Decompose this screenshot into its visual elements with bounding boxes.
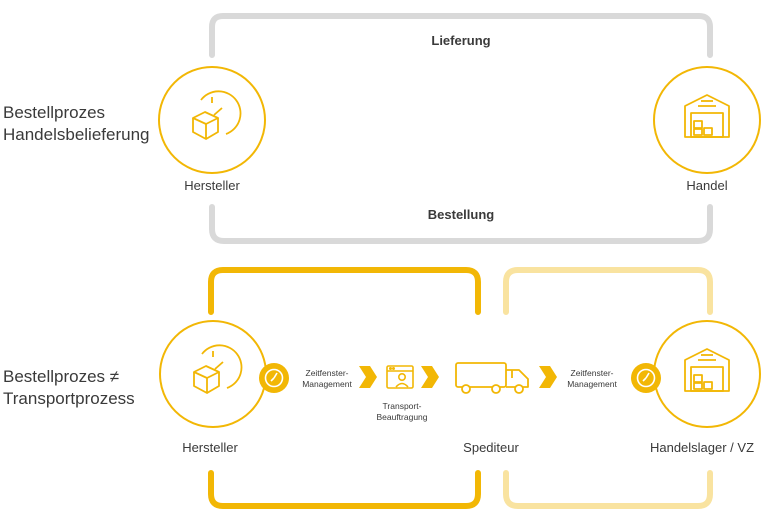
handelslager-label: Handelslager / VZ	[649, 440, 755, 455]
section1-title-line1: Bestellprozes	[3, 103, 106, 122]
handel-label: Handel	[686, 178, 728, 193]
hersteller-label-2: Hersteller	[182, 440, 238, 455]
zeitfenster-right-line2: Management	[567, 379, 617, 389]
box-clock-icon	[193, 344, 243, 394]
chevron-arrow-1	[359, 366, 377, 388]
hersteller-label-1: Hersteller	[184, 178, 240, 193]
delivery-loop-top	[209, 13, 713, 58]
box-clock-icon	[192, 90, 242, 140]
section2-title: Bestellprozes ≠ Transportprozess	[3, 366, 135, 410]
chevron-arrow-2	[421, 366, 439, 388]
warehouse-icon	[684, 348, 730, 392]
truck-icon	[455, 362, 529, 394]
transport-line2: Beauftragung	[376, 412, 428, 422]
transport-label: Transport- Beauftragung	[370, 401, 434, 423]
hersteller-node-1	[158, 66, 266, 174]
clock-badge-right	[631, 363, 661, 393]
transport-line1: Transport-	[382, 401, 422, 411]
lieferung-label: Lieferung	[431, 33, 491, 48]
section2-title-line2: Transportprozess	[3, 389, 135, 408]
hersteller-node-2	[159, 320, 267, 428]
spediteur-label: Spediteur	[463, 440, 519, 455]
clock-badge-left	[259, 363, 289, 393]
section2-title-line1: Bestellprozes ≠	[3, 367, 120, 386]
transport-loop-bottom-left	[208, 470, 481, 509]
chevron-arrow-3	[539, 366, 557, 388]
handel-node-1	[653, 66, 761, 174]
transport-order-icon	[386, 365, 414, 389]
zeitfenster-left-line2: Management	[302, 379, 352, 389]
handelslager-node	[653, 320, 761, 428]
transport-loop-bottom-right	[503, 470, 713, 509]
bestellung-label: Bestellung	[427, 207, 495, 222]
order-loop-bottom	[209, 204, 713, 244]
section1-title: Bestellprozes Handelsbelieferung	[3, 102, 150, 146]
transport-loop-top-right	[503, 267, 713, 315]
zeitfenster-right-line1: Zeitfenster-	[570, 368, 614, 378]
zeitfenster-label-left: Zeitfenster- Management	[296, 368, 358, 390]
zeitfenster-label-right: Zeitfenster- Management	[561, 368, 623, 390]
transport-loop-top-left	[208, 267, 481, 315]
zeitfenster-left-line1: Zeitfenster-	[305, 368, 349, 378]
section1-title-line2: Handelsbelieferung	[3, 125, 150, 144]
warehouse-icon	[684, 94, 730, 138]
